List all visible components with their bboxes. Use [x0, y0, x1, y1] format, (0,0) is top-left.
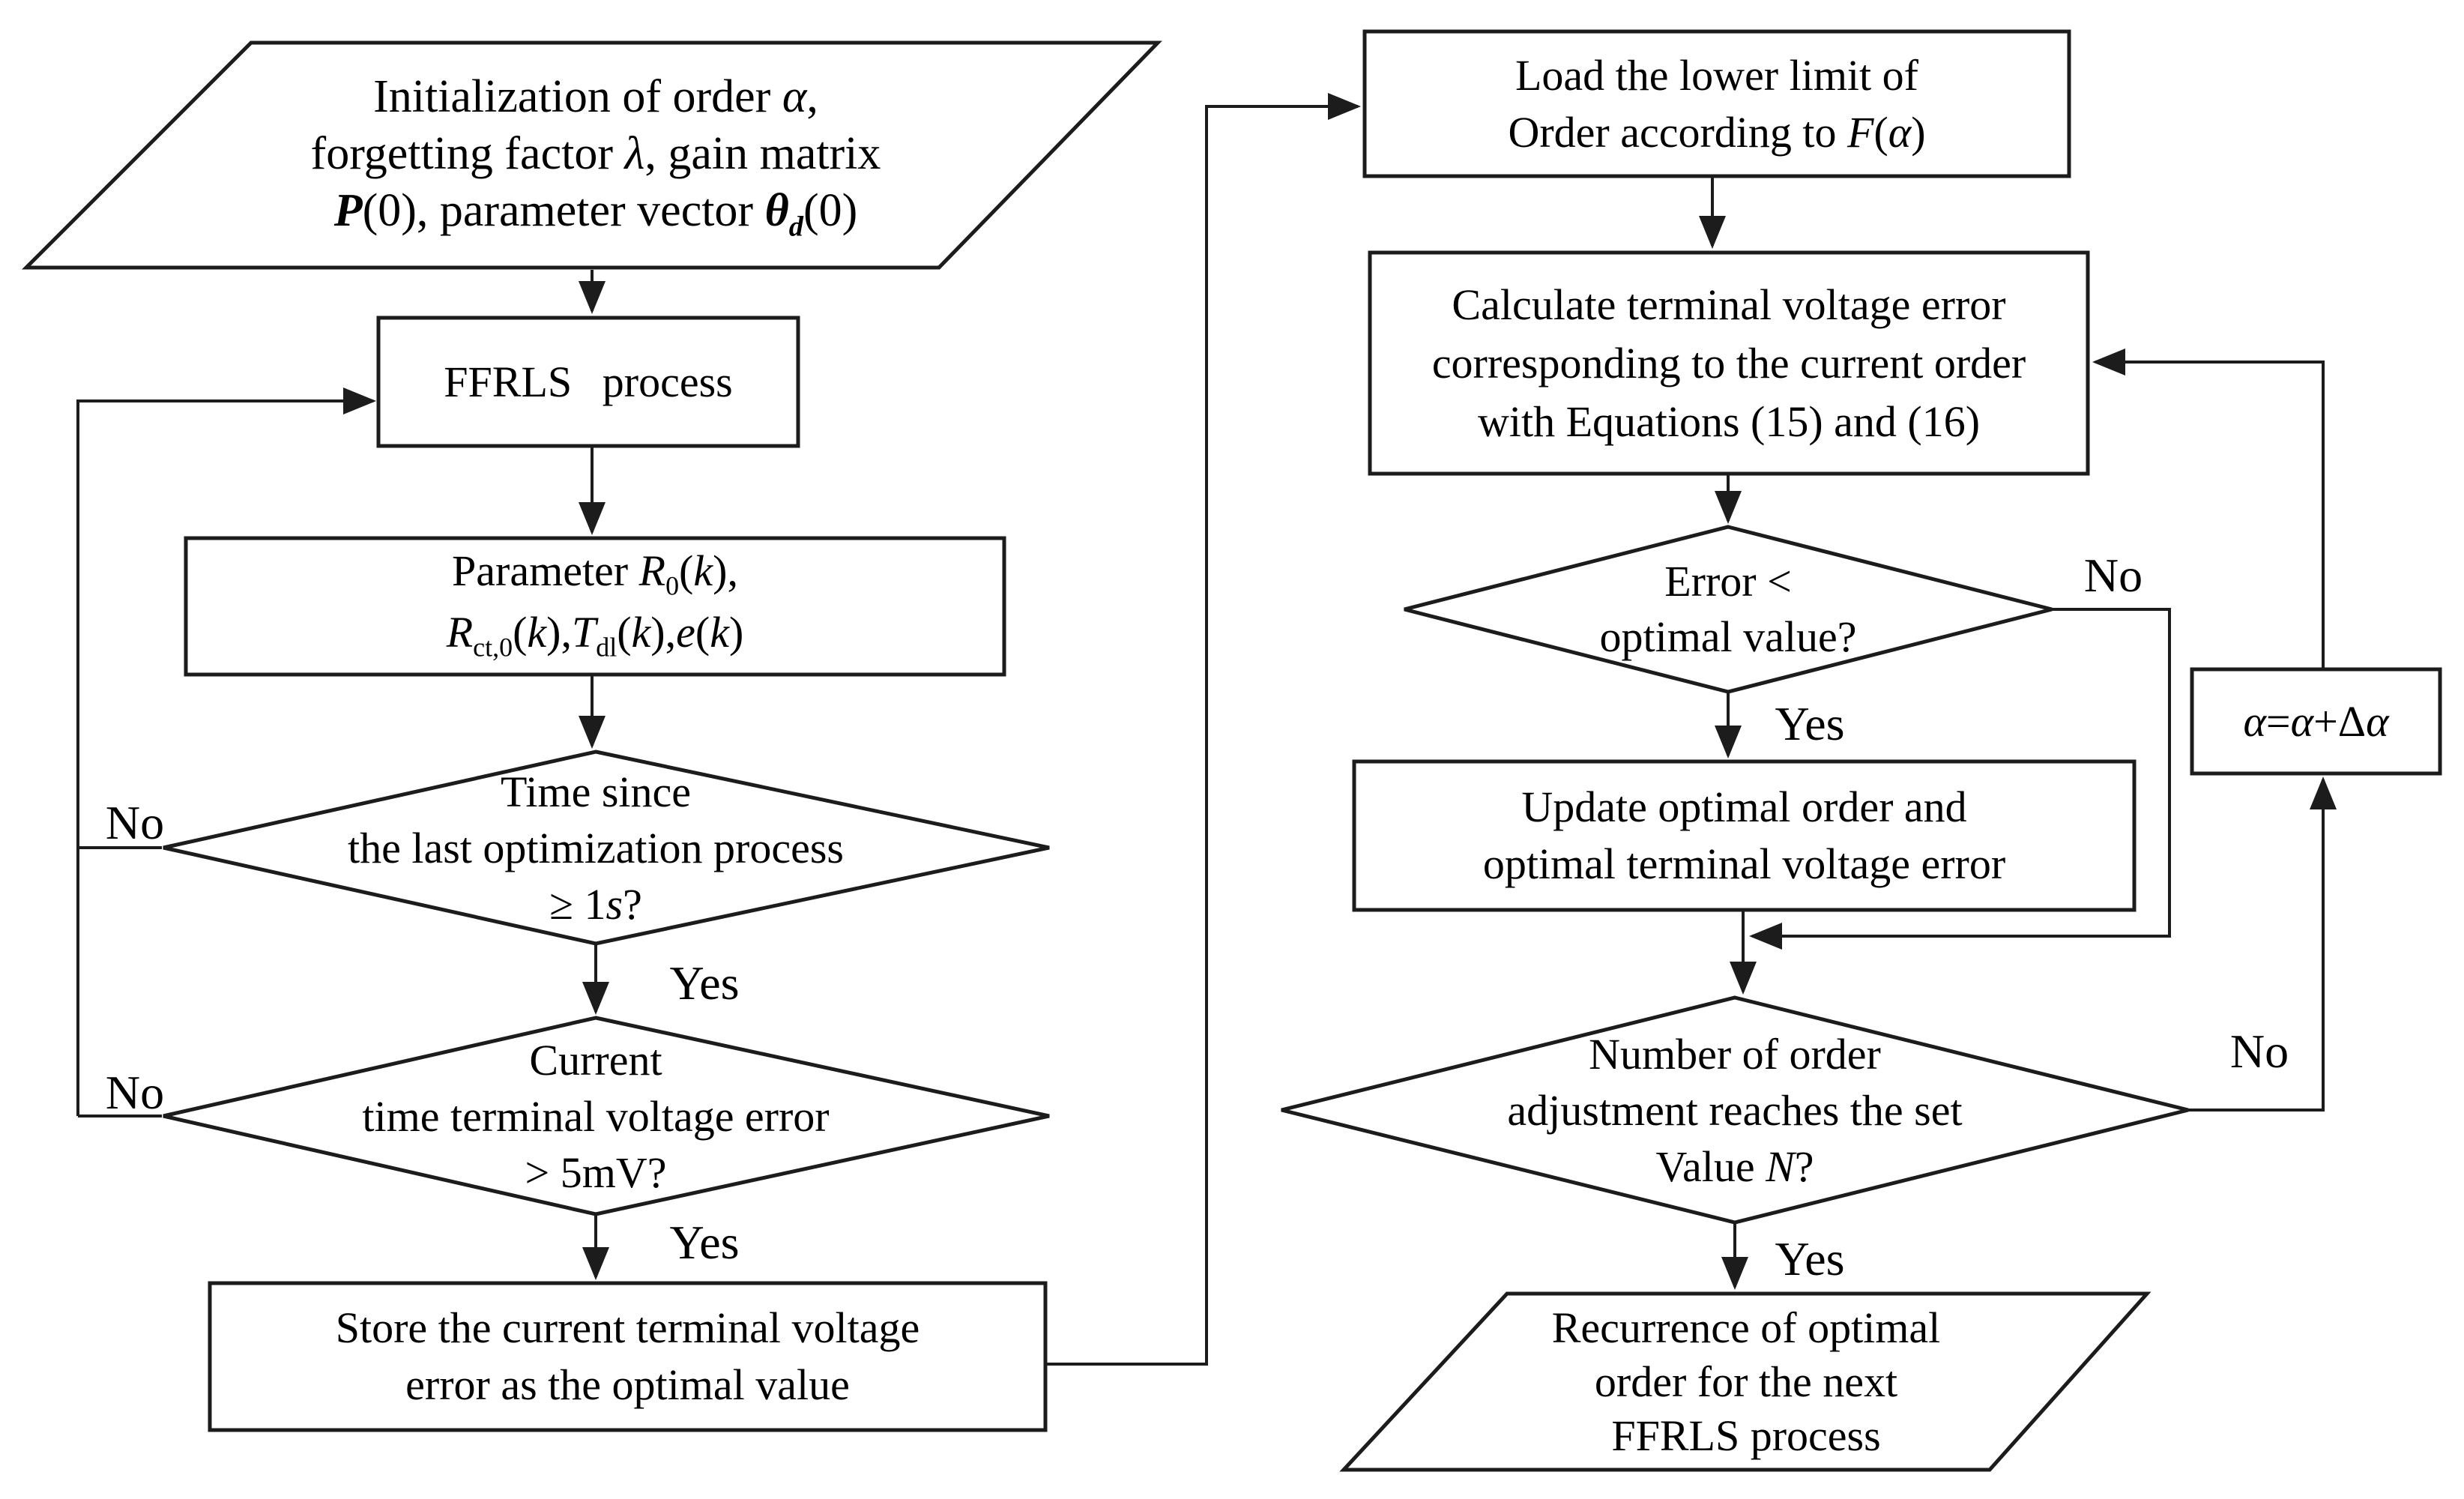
calc-line: Calculate terminal voltage error: [1452, 280, 2006, 329]
time-decision-line: the last optimization process: [347, 823, 844, 872]
error5mv-decision-shape: [163, 1016, 1050, 1216]
error5mv-line: Current: [529, 1035, 662, 1085]
param-box-shape: [184, 536, 1006, 677]
init-line: P(0), parameter vector θd(0): [333, 185, 858, 243]
load-box-shape: [1362, 29, 2071, 178]
edge-alpha-to-calc: [2092, 349, 2325, 668]
param-line: Parameter R0(k),: [452, 546, 738, 601]
number-decision-line: Value N?: [1655, 1141, 1814, 1191]
recurrence-line: FFRLS process: [1611, 1411, 1881, 1460]
update-node-text: Update optimal order and optimal termina…: [1354, 761, 2134, 910]
error-optimal-decision-shape: [1404, 525, 2053, 694]
ffrls-line: FFRLS process: [444, 357, 733, 406]
label-numd-no: No: [2229, 1024, 2289, 1078]
recurrence-line: Recurrence of optimal: [1551, 1303, 1941, 1352]
store-node-text: Store the current terminal voltage error…: [210, 1283, 1045, 1430]
param-node-text: Parameter R0(k), Rct,0(k),Tdl(k),e(k): [186, 532, 1004, 672]
error-optimal-decision-text: Error < optimal value?: [1461, 546, 1995, 673]
calc-line: with Equations (15) and (16): [1477, 396, 1981, 446]
store-line: Store the current terminal voltage: [335, 1303, 920, 1352]
number-decision-text: Number of order adjustment reaches the s…: [1360, 1024, 2110, 1196]
param-line: Rct,0(k),Tdl(k),e(k): [446, 608, 744, 663]
store-line: error as the optimal value: [405, 1360, 850, 1409]
time-decision-line: ≥ 1s?: [549, 879, 642, 929]
label-d1-no: No: [105, 795, 165, 849]
alpha-step-box-shape: [2190, 667, 2442, 776]
label-errd-no: No: [2083, 548, 2143, 602]
load-line: Load the lower limit of: [1515, 50, 1918, 100]
label-d2-no: No: [105, 1065, 165, 1119]
error5mv-decision-text: Current time terminal voltage error > 5m…: [187, 1028, 1004, 1204]
update-box-shape: [1352, 759, 2137, 912]
update-line: Update optimal order and: [1521, 782, 1967, 831]
init-line: Initialization of order α,: [373, 71, 818, 122]
recurrence-node-text: Recurrence of optimal order for the next…: [1461, 1303, 2031, 1460]
recurrence-line: order for the next: [1594, 1357, 1898, 1406]
label-numd-yes: Yes: [1775, 1232, 1845, 1285]
calc-line: corresponding to the current order: [1431, 338, 2026, 387]
number-decision-shape: [1281, 995, 2189, 1225]
error-optimal-line: optimal value?: [1599, 612, 1857, 661]
number-decision-line: adjustment reaches the set: [1507, 1085, 1963, 1135]
error-optimal-line: Error <: [1664, 557, 1792, 606]
load-line: Order according to F(α): [1508, 107, 1926, 157]
error5mv-line: > 5mV?: [525, 1147, 667, 1197]
calc-box-shape: [1368, 250, 2090, 476]
number-decision-line: Number of order: [1589, 1029, 1881, 1079]
store-box-shape: [208, 1281, 1048, 1432]
edge-store-to-load: [1047, 93, 1361, 1366]
label-errd-yes: Yes: [1775, 697, 1845, 750]
edge-errd-no-return: [1749, 608, 2171, 950]
init-line: forgetting factor λ, gain matrix: [310, 128, 881, 179]
update-line: optimal terminal voltage error: [1482, 839, 2006, 888]
label-d2-yes: Yes: [669, 1216, 740, 1269]
edge-numd-no-to-alpha: [2188, 776, 2337, 1112]
alpha-step-text: α=α+Δα: [2192, 669, 2440, 773]
alpha-step-line: α=α+Δα: [2243, 696, 2389, 746]
recurrence-parallelogram-shape: [1339, 1291, 2152, 1472]
init-node-text: Initialization of order α, forgetting fa…: [135, 60, 1057, 247]
label-d1-yes: Yes: [669, 956, 740, 1010]
ffrls-box-shape: [376, 316, 800, 448]
load-node-text: Load the lower limit of Order according …: [1365, 31, 2069, 176]
error5mv-line: time terminal voltage error: [362, 1091, 830, 1141]
time-decision-line: Time since: [500, 767, 692, 816]
calc-node-text: Calculate terminal voltage error corresp…: [1370, 253, 2088, 474]
init-parallelogram-shape: [21, 40, 1162, 270]
time-decision-shape: [163, 750, 1050, 946]
edge-no-loop-to-ffrls: [76, 387, 376, 1116]
time-decision-text: Time since the last optimization process…: [187, 763, 1004, 932]
ffrls-node-text: FFRLS process: [378, 318, 798, 446]
